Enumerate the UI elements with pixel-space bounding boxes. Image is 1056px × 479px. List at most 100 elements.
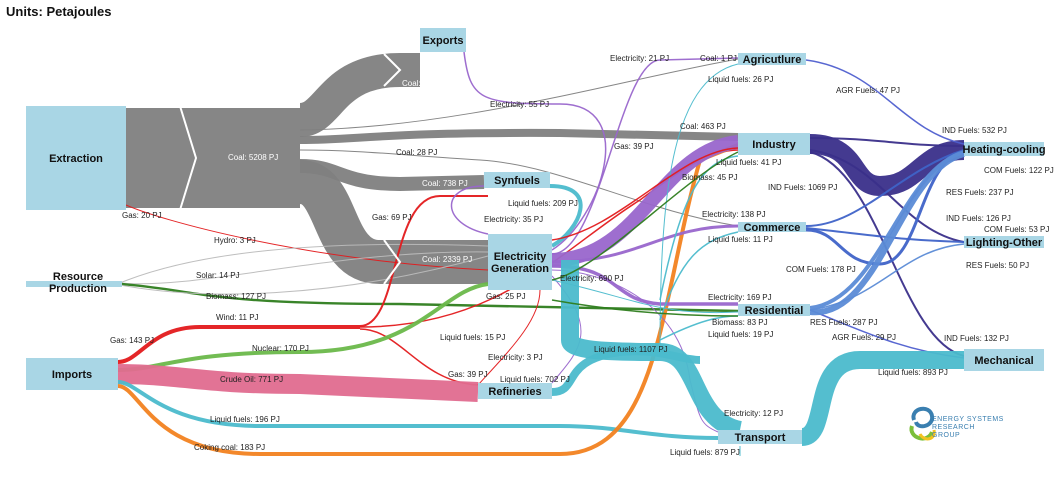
flow-label: Gas: 39 PJ — [614, 142, 654, 151]
node-label-residential: Residential — [745, 305, 804, 317]
flow-link-resource-production-to-electricity-generation — [119, 243, 489, 284]
flow-label: Liquid fuels: 15 PJ — [440, 333, 505, 342]
flow-arrow-mark — [179, 105, 198, 211]
flow-link-electricity-generation-to-agriculture — [551, 57, 739, 255]
flow-label: RES Fuels: 50 PJ — [966, 261, 1029, 270]
flow-label: AGR Fuels: 29 PJ — [832, 333, 896, 342]
node-label-agriculture: Agricutlure — [743, 54, 802, 66]
flow-label: Biomass: 127 PJ — [206, 292, 266, 301]
flow-label: AGR Fuels: 47 PJ — [836, 86, 900, 95]
node-label-extraction: Extraction — [49, 153, 103, 165]
node-heating-cooling — [964, 142, 1044, 156]
flow-label: Liquid fuels: 196 PJ — [210, 415, 280, 424]
flow-label: IND Fuels: 126 PJ — [946, 214, 1011, 223]
node-label-industry: Industry — [752, 139, 796, 151]
flow-link-coal-split-to-electricity-generation — [296, 160, 488, 284]
node-label-resource-production: Resource — [53, 271, 103, 283]
flow-link-electricity-generation-to-industry — [551, 151, 739, 281]
flow-link-coal-split-to-agriculture — [299, 58, 739, 131]
node-residential — [738, 304, 810, 316]
flow-label: Electricity: 169 PJ — [708, 293, 772, 302]
flow-label: Nuclear: 170 PJ — [252, 344, 309, 353]
flow-link-coal-split-to-industry — [299, 128, 739, 144]
node-label-lighting-other: Lighting-Other — [966, 237, 1043, 249]
flow-link-industry-to-mechanical — [809, 151, 965, 357]
flow-label: Coal: 1727 PJ — [402, 79, 452, 88]
flow-label: COM Fuels: 53 PJ — [984, 225, 1049, 234]
node-label-resource-production: Production — [49, 283, 107, 295]
flow-label: Wind: 11 PJ — [216, 313, 259, 322]
flow-label: Liquid fuels: 19 PJ — [708, 330, 773, 339]
flow-link-resource-production-to-electricity-generation — [119, 255, 489, 295]
flow-label: Liquid fuels: 41 PJ — [716, 158, 781, 167]
flow-label: Coal: 738 PJ — [422, 179, 468, 188]
flow-link-electricity-generation-to-residential — [551, 279, 739, 314]
flow-label: Coal: 5208 PJ — [228, 153, 278, 162]
flow-link-electricity-generation-to-residential — [551, 299, 739, 317]
flow-link-resource-production-to-residential — [119, 282, 739, 313]
flow-label: Gas: 39 PJ — [448, 370, 488, 379]
flow-label: Liquid fuels: 26 PJ — [708, 75, 773, 84]
flow-label: Electricity: 690 PJ — [560, 274, 624, 283]
logo-text-line-2: RESEARCH — [932, 424, 975, 431]
flow-link-electricity-generation-to-industry — [551, 147, 739, 241]
flow-label: Gas: 143 PJ — [110, 336, 154, 345]
flow-arrow-mark — [383, 239, 402, 285]
flow-link-electricity-generation-to-industry — [551, 135, 740, 267]
flow-label: Electricity: 12 PJ — [724, 409, 783, 418]
flow-link-imports-to-electricity-generation — [117, 282, 489, 372]
flow-link-industry-to-heating-cooling — [809, 137, 965, 147]
node-lighting-other — [964, 236, 1044, 248]
node-industry — [738, 133, 810, 155]
flow-label: RES Fuels: 237 PJ — [946, 188, 1014, 197]
node-synfuels — [484, 172, 550, 188]
flow-link-resource-production-to-electricity-generation — [119, 251, 489, 285]
flow-label: Liquid fuels: 11 PJ — [708, 235, 773, 244]
flow-label: Biomass: 45 PJ — [682, 173, 738, 182]
flow-link-residential-to-heating-cooling — [809, 150, 965, 310]
flow-label: Coal: 2339 PJ — [422, 255, 472, 264]
flow-link-imports-to-industry — [117, 143, 739, 456]
flow-label: Solar: 14 PJ — [196, 271, 240, 280]
flow-label: Liquid fuels: 209 PJ — [508, 199, 578, 208]
flow-label: Coal: 463 PJ — [680, 122, 726, 131]
flow-link-coal-split-to-exports — [297, 53, 420, 137]
node-exports — [420, 28, 466, 52]
node-refineries — [478, 383, 552, 399]
node-label-synfuels: Synfuels — [494, 175, 540, 187]
node-label-heating-cooling: Heating-cooling — [962, 144, 1045, 156]
flow-link-agriculture-to-heating-cooling — [805, 59, 965, 145]
node-agriculture — [738, 53, 806, 65]
flow-link-transport-to-mechanical — [800, 351, 964, 446]
flow-link-coal-split-to-commerce — [299, 149, 739, 227]
flow-label: Electricity: 21 PJ — [610, 54, 669, 63]
flow-link-exports-to-electricity-generation — [463, 51, 607, 251]
node-label-electricity-generation: Electricity — [494, 251, 547, 263]
flow-link-extraction-to-electricity-generation — [125, 204, 489, 271]
esrg-logo — [909, 406, 936, 441]
node-mechanical — [964, 349, 1044, 371]
node-label-exports: Exports — [423, 35, 464, 47]
node-label-transport: Transport — [735, 432, 786, 444]
flow-link-electricity-generation-to-refineries — [477, 289, 541, 386]
units-title: Units: Petajoules — [6, 4, 112, 19]
node-imports — [26, 358, 118, 390]
flow-link-commerce-to-heating-cooling — [805, 150, 965, 266]
esrg-logo-text: ENERGY SYSTEMS RESEARCH GROUP — [932, 416, 1004, 440]
node-electricity-generation — [488, 234, 552, 290]
flow-label: IND Fuels: 532 PJ — [942, 126, 1007, 135]
flow-label: RES Fuels: 287 PJ — [810, 318, 878, 327]
flow-link-gas-split-to-electricity-generation — [359, 195, 488, 327]
flow-link-industry-to-lighting-other — [809, 149, 965, 243]
node-transport — [718, 430, 802, 444]
node-label-imports: Imports — [52, 369, 92, 381]
node-resource-production — [26, 281, 122, 287]
flow-label: Coal: 28 PJ — [396, 148, 437, 157]
flow-link-refineries-to-transport — [561, 260, 743, 439]
logo-text-line-1: ENERGY SYSTEMS — [932, 416, 1004, 423]
flow-link-imports-to-transport — [117, 380, 719, 440]
flow-label: Electricity: 3 PJ — [488, 353, 543, 362]
flow-label: COM Fuels: 122 PJ — [984, 166, 1054, 175]
